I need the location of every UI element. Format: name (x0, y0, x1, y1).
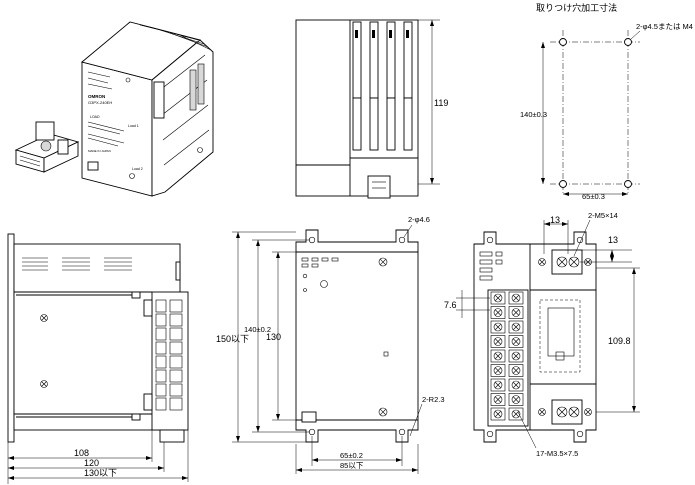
terminal-screw (511, 409, 521, 419)
terminal-cell (490, 306, 506, 319)
terminal-screw (511, 337, 521, 346)
terminal-screw (511, 293, 521, 303)
dim-front-140: 140±0.2 (244, 325, 271, 334)
terminal-cell (490, 393, 506, 406)
dim-term-13a: 13 (550, 215, 560, 225)
mounting-hole-pattern: 取りつけ穴加工寸法 2-φ4.5または M4 140±0.3 65±0.3 (520, 2, 693, 201)
load-label: LOAD (90, 115, 100, 119)
dim-front-radius: 2-R2.3 (422, 395, 445, 404)
terminal-screw-slot (512, 367, 520, 374)
terminal-screw-slot (494, 323, 502, 331)
brand-label: OMRON (88, 94, 105, 99)
dim-term-76: 7.6 (444, 300, 457, 310)
load1-label: Load 1 (128, 124, 139, 128)
terminal-screw (511, 322, 521, 332)
terminal-cell (508, 306, 524, 319)
dim-side-130: 130以下 (84, 468, 117, 478)
terminal-screw (493, 337, 503, 346)
terminal-cell (490, 291, 506, 305)
product-isometric-view: OMRON G3PX-240EH LOAD Load 1 Load 2 MADE… (14, 21, 214, 197)
dim-mount-hole: 2-φ4.5または M4 (636, 22, 693, 31)
terminal-screw (493, 395, 503, 404)
dim-side-108: 108 (74, 448, 89, 458)
dim-side-120: 120 (84, 458, 99, 468)
terminal-view: 13 2-M5×14 13 109.8 7.6 17-M3.5×7.5 (444, 211, 640, 458)
dim-front-150: 150以下 (216, 334, 249, 344)
dim-term-m5: 2-M5×14 (588, 211, 618, 220)
terminal-cell (508, 378, 524, 392)
dim-term-1098: 109.8 (608, 336, 631, 346)
terminal-cell (490, 407, 506, 421)
terminal-screw-slot (494, 410, 502, 418)
terminal-screw (493, 380, 503, 390)
terminal-screw-slot (494, 294, 502, 302)
terminal-screw-slot (512, 323, 520, 331)
terminal-cell (508, 407, 524, 421)
terminal-screw-slot (512, 396, 520, 403)
terminal-cell (508, 393, 524, 406)
terminal-screw (493, 322, 503, 332)
terminal-screw (511, 308, 521, 317)
dim-front-85: 85以下 (340, 461, 364, 470)
mounting-title: 取りつけ穴加工寸法 (536, 2, 617, 13)
terminal-cell (490, 378, 506, 392)
front-view: 150以下 140±0.2 130 2-φ4.6 2-R2.3 65±0.2 8… (216, 215, 445, 474)
terminal-screw (493, 351, 503, 361)
terminal-screw (511, 380, 521, 390)
load2-label: Load 2 (132, 167, 143, 171)
terminal-cell (490, 335, 506, 348)
dim-front-65: 65±0.2 (340, 451, 363, 460)
side-view: 108 120 130以下 (7, 233, 189, 484)
terminal-cell (508, 349, 524, 363)
terminal-screw (511, 366, 521, 375)
terminal-screw-slot (494, 396, 502, 403)
terminal-screw (493, 366, 503, 375)
terminal-screw-slot (494, 338, 502, 345)
side-elevation-view: 119 (295, 19, 448, 199)
model-label: G3PX-240EH (88, 100, 112, 105)
origin-label: MADE IN JAPAN (88, 149, 111, 153)
terminal-cell (490, 320, 506, 334)
dim-front-hole: 2-φ4.6 (408, 215, 430, 224)
terminal-screw-slot (494, 352, 502, 360)
terminal-screw-slot (494, 367, 502, 374)
terminal-screw-slot (512, 352, 520, 360)
terminal-screw (511, 351, 521, 361)
terminal-cell (490, 364, 506, 377)
terminal-cell (508, 320, 524, 334)
dim-mount-140: 140±0.3 (520, 110, 547, 119)
dim-119: 119 (434, 98, 448, 108)
terminal-cell (508, 291, 524, 305)
terminal-screw (493, 308, 503, 317)
dim-term-13b: 13 (608, 235, 618, 245)
terminal-screw-slot (512, 309, 520, 316)
terminal-screw-slot (512, 294, 520, 302)
terminal-screws (490, 291, 524, 421)
dim-front-130: 130 (266, 332, 281, 342)
terminal-screw (493, 293, 503, 303)
terminal-screw (511, 395, 521, 404)
terminal-screw-slot (512, 381, 520, 389)
terminal-screw-slot (512, 338, 520, 345)
terminal-screw-slot (494, 381, 502, 389)
terminal-cell (508, 335, 524, 348)
dim-mount-65: 65±0.3 (582, 192, 605, 201)
dim-term-m35: 17-M3.5×7.5 (536, 449, 578, 458)
terminal-cell (490, 349, 506, 363)
terminal-screw (493, 409, 503, 419)
terminal-screw-slot (494, 309, 502, 316)
terminal-cell (508, 364, 524, 377)
